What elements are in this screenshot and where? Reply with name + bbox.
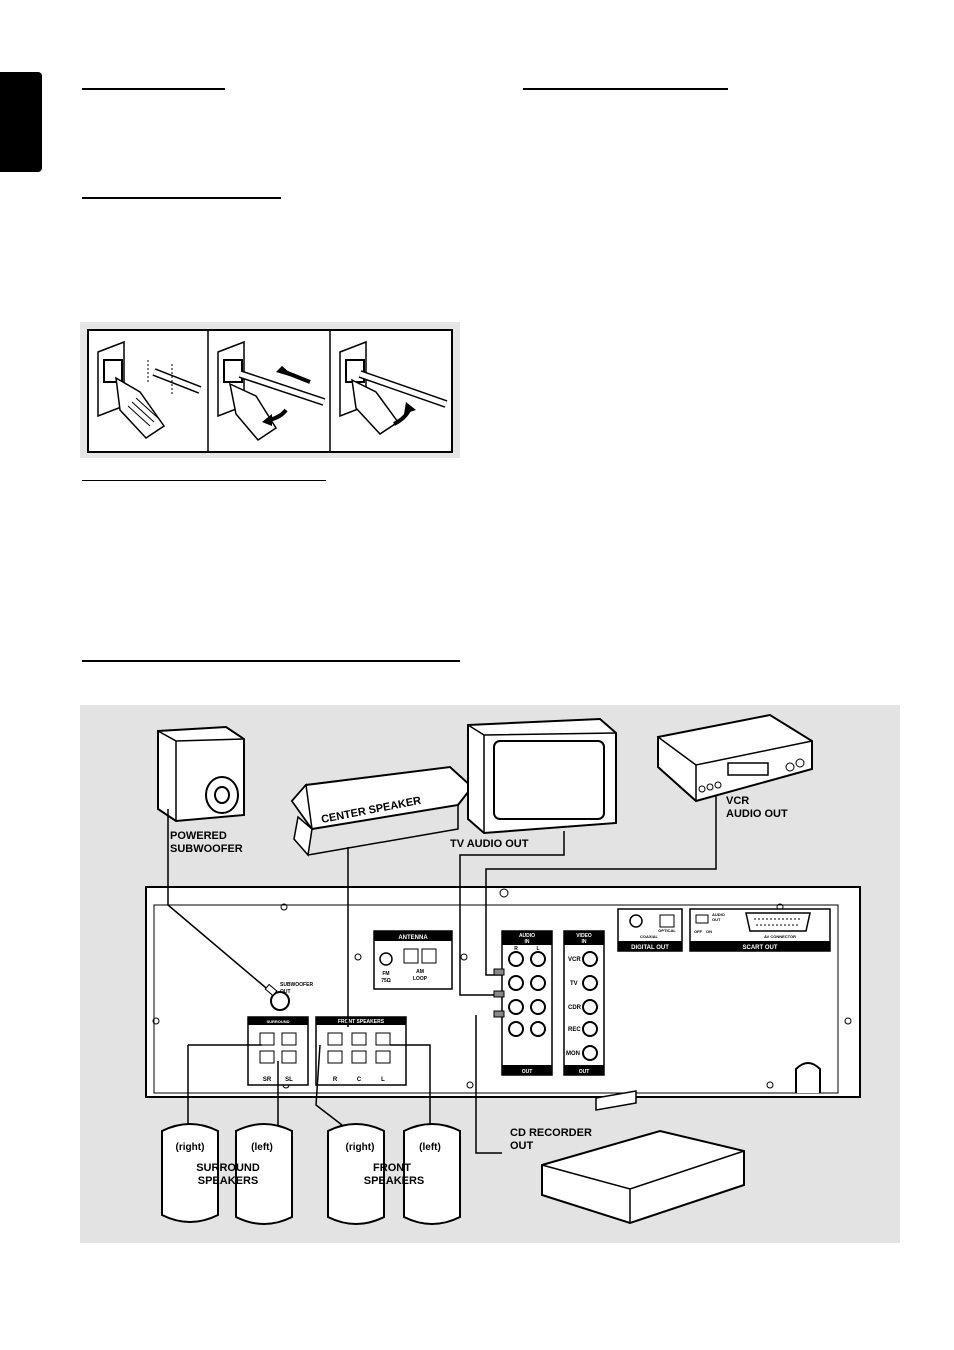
jack-r-label: R [514, 946, 518, 952]
front-speakers-label: FRONT [373, 1162, 411, 1174]
rec-jack-label: REC [568, 1027, 581, 1033]
video-in-label-2: IN [582, 939, 587, 945]
heading-rule-5 [82, 660, 460, 662]
am-loop-label: LOOP [413, 976, 428, 982]
off-label: OFF [694, 929, 703, 934]
audio-out-label: OUT [522, 1069, 533, 1075]
fm-ohm-label: 75Ω [381, 978, 391, 984]
cables [167, 795, 717, 1154]
surround-speakers-label: SURROUND [196, 1162, 260, 1174]
front-speakers-label-2: SPEAKERS [364, 1175, 425, 1187]
surround-left-label: (left) [251, 1142, 273, 1153]
heading-rule-4 [82, 480, 326, 481]
vcr-illustration [657, 713, 813, 803]
surround-left-speaker [235, 1123, 293, 1225]
audio-in-label: AUDIO [519, 933, 535, 939]
connection-diagram: POWERED SUBWOOFER CENTER SPEAKER TV AUDI… [80, 705, 900, 1243]
subwoofer-out-label: SUBWOOFER [280, 982, 313, 988]
surround-right-label: (right) [176, 1142, 205, 1153]
cd-recorder-illustration [541, 1090, 745, 1225]
tv-jack-label: TV [570, 981, 578, 987]
scart-out-block [689, 908, 831, 952]
cd-recorder-out-label: OUT [510, 1140, 534, 1152]
surround-terminals [247, 1016, 309, 1086]
sr-label: SR [263, 1077, 272, 1083]
powered-subwoofer-label-2: SUBWOOFER [170, 843, 243, 855]
audio-in-label-2: IN [525, 939, 530, 945]
surround-speakers-label-2: SPEAKERS [198, 1175, 259, 1187]
terminal-step-2 [217, 340, 326, 441]
video-in-label: VIDEO [576, 933, 592, 939]
heading-rule-2 [523, 88, 728, 90]
tv-illustration [467, 717, 617, 835]
subwoofer-illustration [157, 725, 245, 823]
terminal-step-3 [339, 340, 448, 435]
section-tab [0, 72, 42, 172]
terminal-step-1 [97, 340, 202, 439]
heading-rule-1 [82, 88, 225, 90]
vcr-jack-label: VCR [568, 957, 581, 963]
plugs [264, 968, 505, 1018]
vcr-label: VCR [726, 795, 749, 807]
front-terminals [315, 1016, 407, 1086]
antenna-label: ANTENNA [398, 935, 428, 941]
tv-audio-out-label: TV AUDIO OUT [450, 838, 529, 850]
front-right-label: (right) [346, 1142, 375, 1153]
front-panel-label: FRONT SPEAKERS [338, 1019, 385, 1025]
cd-recorder-label: CD RECORDER [510, 1127, 592, 1139]
audio-jacks [501, 930, 553, 1076]
video-jacks [563, 930, 605, 1076]
scart-out-label: SCART OUT [743, 945, 778, 951]
subwoofer-out-label-2: OUT [280, 989, 291, 995]
l-label: L [381, 1077, 385, 1083]
scart-audio-out-label: AUDIO [712, 912, 725, 917]
antenna-block [373, 930, 453, 990]
c-label: C [357, 1077, 362, 1083]
coaxial-label: COAXIAL [640, 934, 659, 939]
digital-out-block [617, 908, 683, 952]
jack-l-label: L [536, 946, 539, 952]
am-label: AM [416, 969, 424, 975]
mon-jack-label: MON [566, 1051, 580, 1057]
digital-out-label: DIGITAL OUT [631, 945, 669, 951]
front-left-label: (left) [419, 1142, 441, 1153]
front-left-speaker [403, 1123, 461, 1225]
scart-audio-out-label-2: OUT [712, 917, 721, 922]
powered-subwoofer-label: POWERED [170, 830, 227, 842]
fm-label: FM [382, 971, 389, 977]
cdr-jack-label: CDR [568, 1005, 582, 1011]
video-out-label: OUT [579, 1069, 590, 1075]
subwoofer-out-jack [270, 991, 290, 1011]
heading-rule-3 [82, 197, 281, 199]
center-speaker-illustration [290, 765, 474, 857]
on-label: ON [706, 929, 712, 934]
wire-steps-figure [80, 322, 460, 458]
sl-label: SL [285, 1077, 293, 1083]
vcr-audio-out-label: AUDIO OUT [726, 808, 788, 820]
optical-label: OPTICAL [658, 928, 676, 933]
surround-panel-label: SURROUND [266, 1019, 289, 1024]
av-connector-label: AV CONNECTOR [764, 934, 796, 939]
front-right-speaker [327, 1123, 385, 1225]
r-label: R [333, 1077, 338, 1083]
surround-right-speaker [161, 1123, 219, 1223]
